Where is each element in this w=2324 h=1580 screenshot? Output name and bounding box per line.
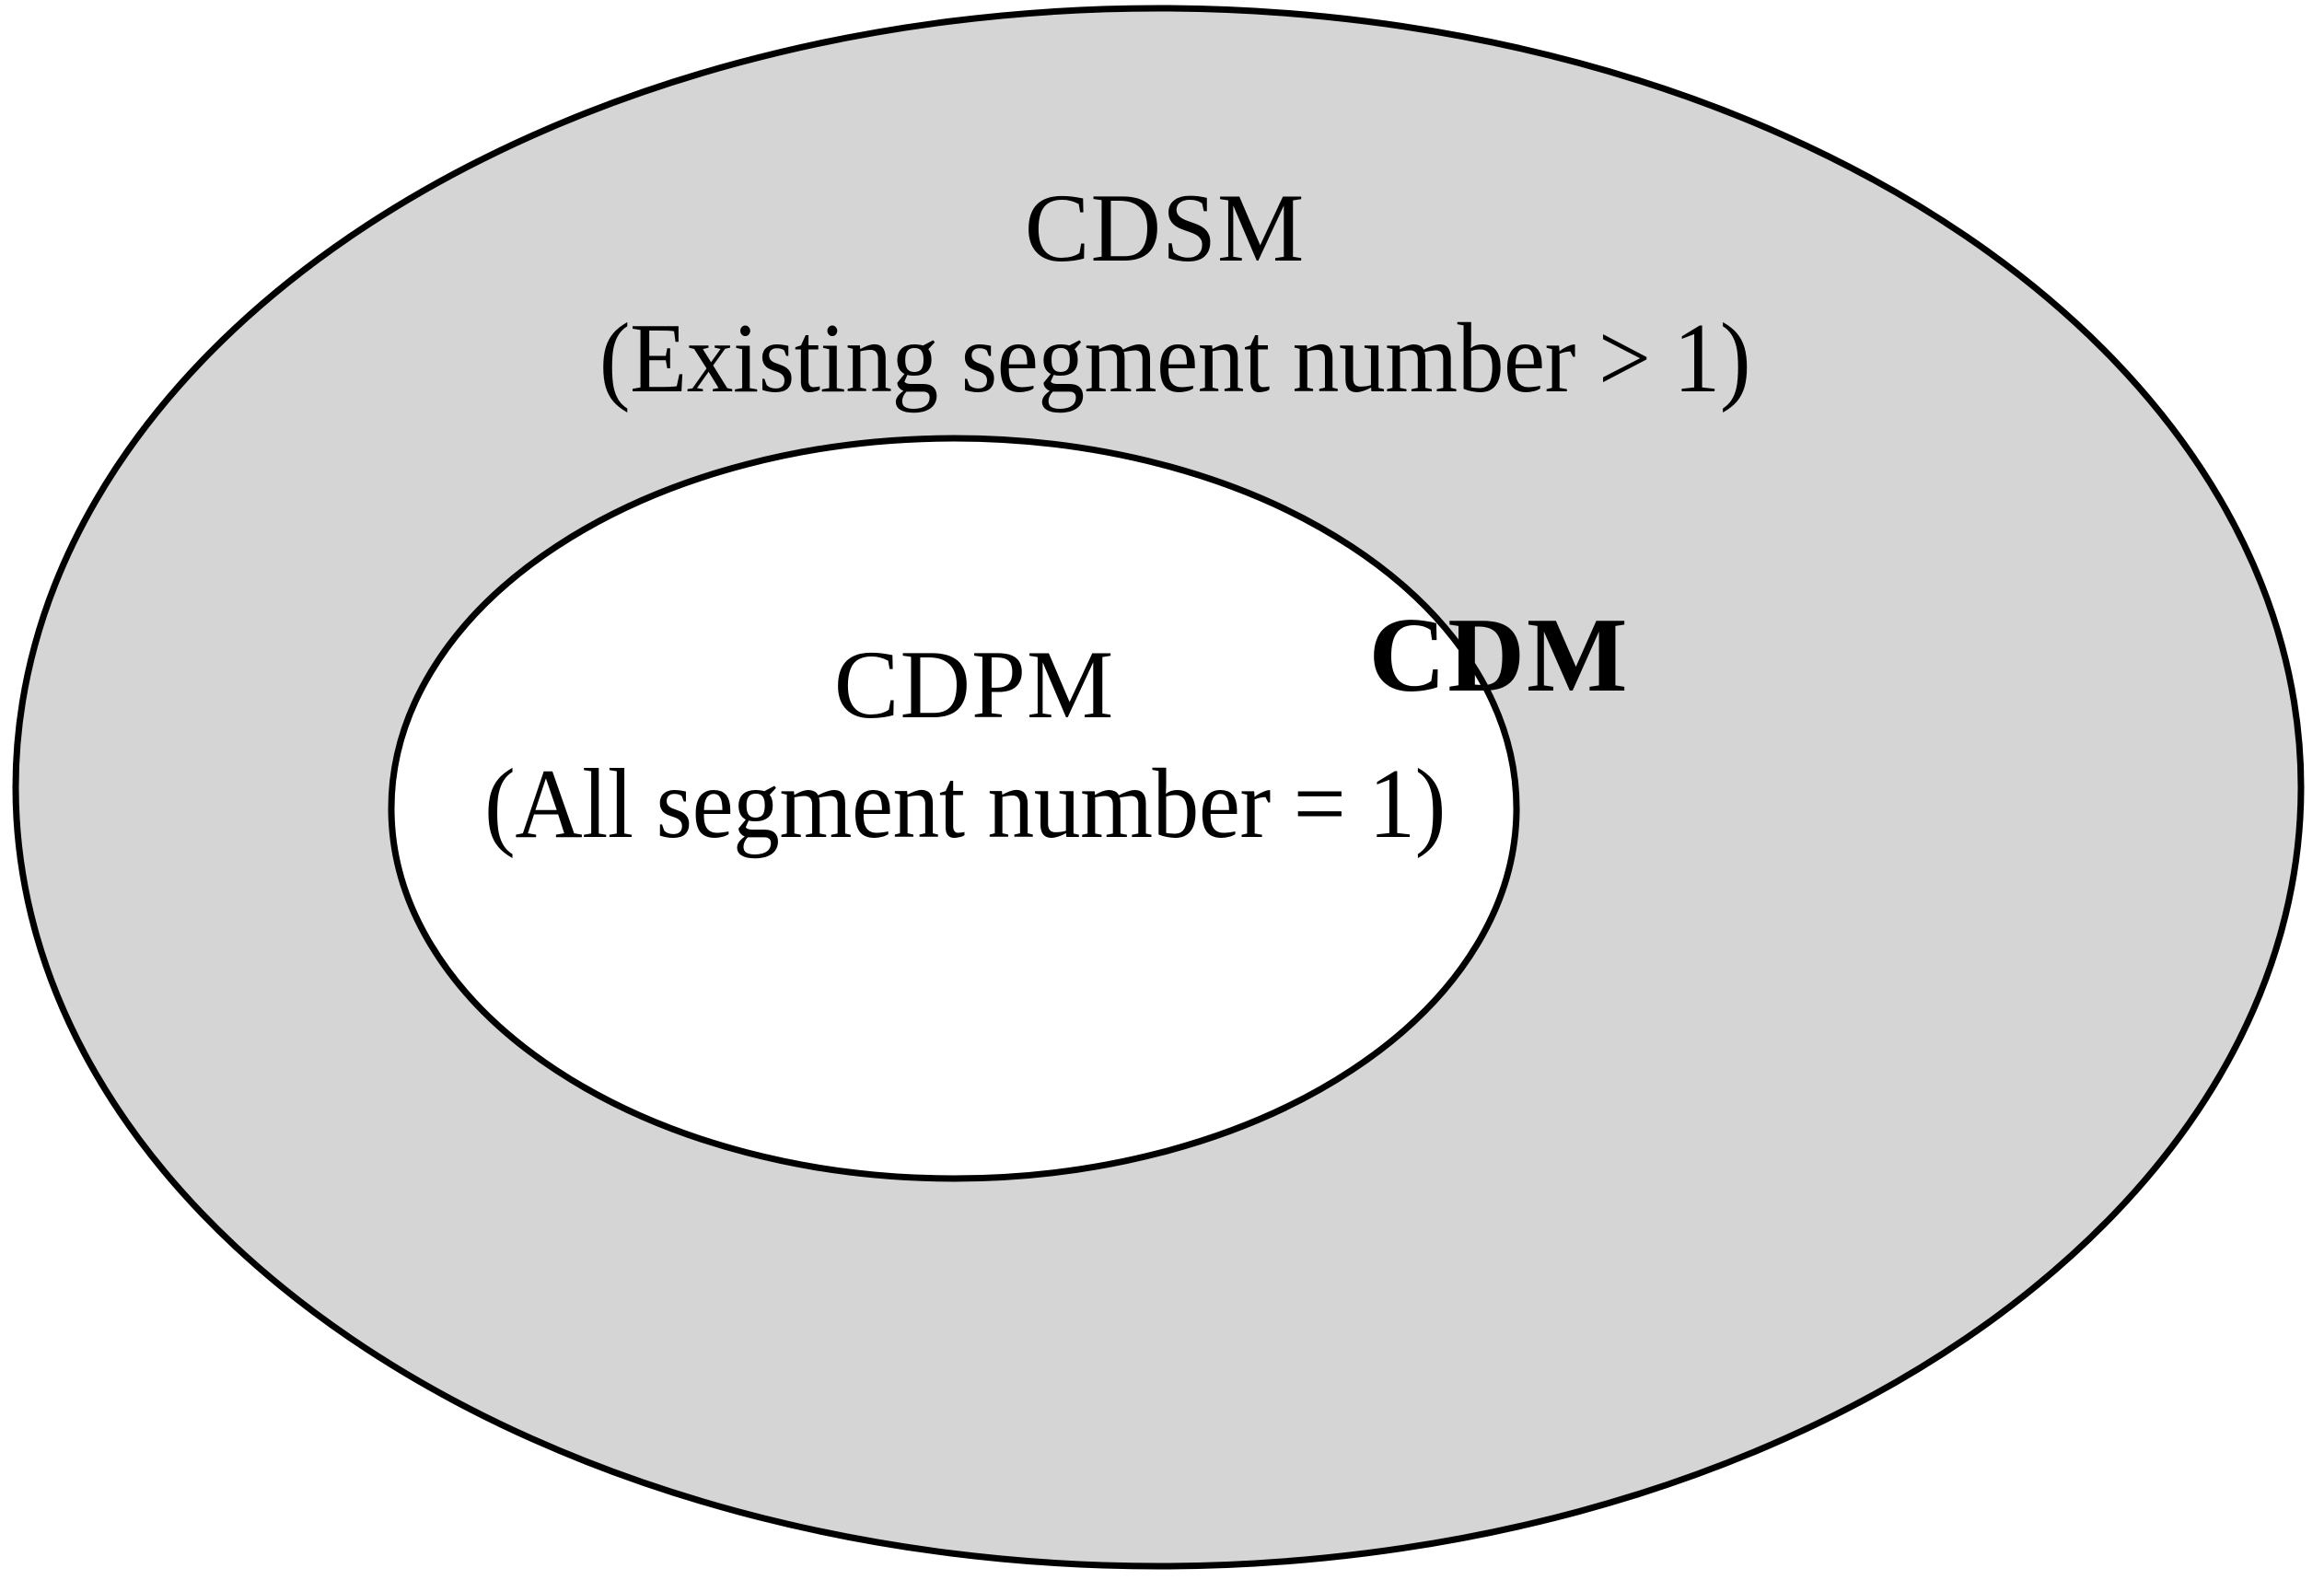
outer-set-title: CDSM: [1024, 174, 1306, 282]
inner-set-condition: (All segment number = 1): [483, 749, 1447, 859]
inner-set-ellipse-cdpm: [388, 435, 1520, 1182]
union-label-cdm: CDM: [1368, 597, 1630, 714]
outer-set-condition: (Existing segment number > 1): [598, 304, 1751, 413]
inner-set-title: CDPM: [833, 631, 1115, 738]
